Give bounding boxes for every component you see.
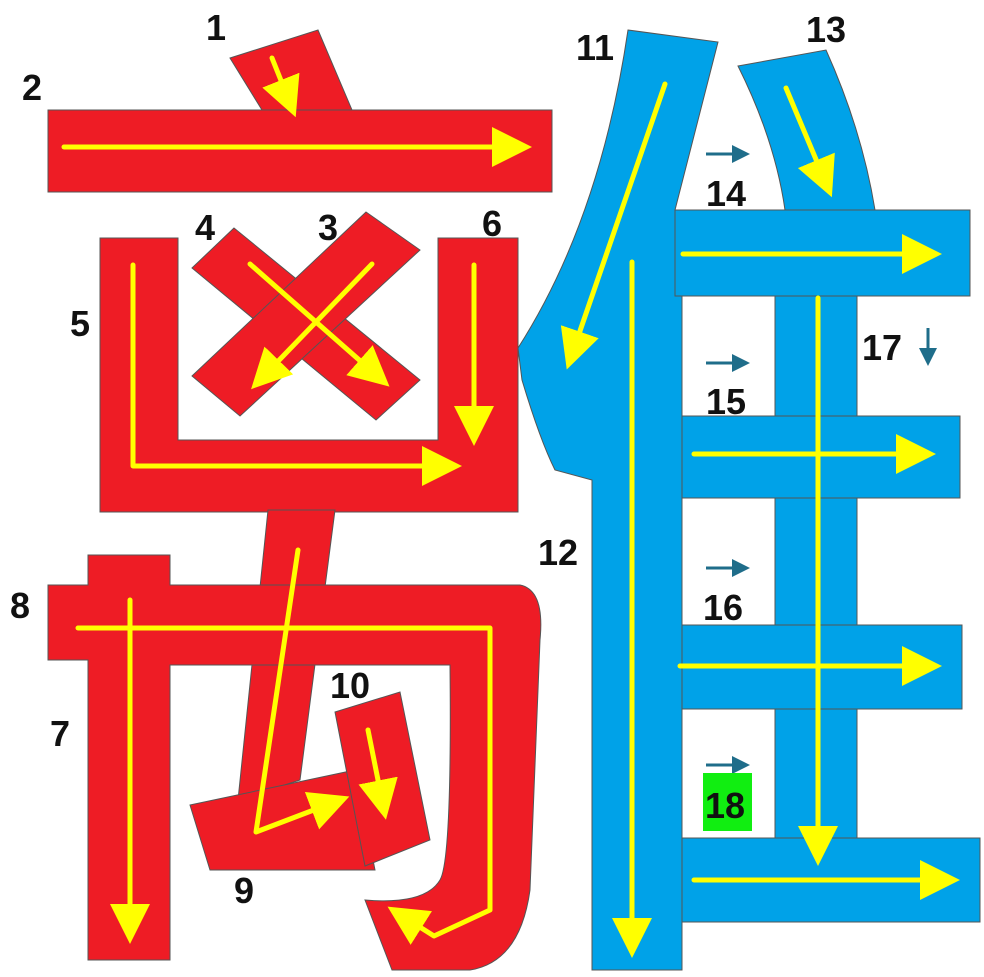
- label-12: 12: [538, 532, 578, 573]
- label-16: 16: [703, 587, 743, 628]
- label-18: 18: [705, 785, 745, 826]
- label-1: 1: [206, 7, 226, 48]
- label-9: 9: [234, 870, 254, 911]
- left-component: [48, 30, 552, 970]
- label-6: 6: [482, 203, 502, 244]
- label-15: 15: [706, 381, 746, 422]
- label-13: 13: [806, 9, 846, 50]
- label-5: 5: [70, 303, 90, 344]
- label-3: 3: [318, 207, 338, 248]
- label-10: 10: [330, 665, 370, 706]
- label-11: 11: [576, 27, 614, 68]
- label-17: 17: [862, 327, 902, 368]
- label-8: 8: [10, 585, 30, 626]
- label-2: 2: [22, 67, 42, 108]
- label-14: 14: [706, 173, 746, 214]
- stroke-13-shape: [738, 50, 875, 210]
- label-7: 7: [50, 713, 70, 754]
- stroke-2-shape: [48, 110, 552, 192]
- label-4: 4: [195, 207, 215, 248]
- stroke-1-shape: [230, 30, 352, 110]
- stroke-15-bar: [682, 416, 960, 498]
